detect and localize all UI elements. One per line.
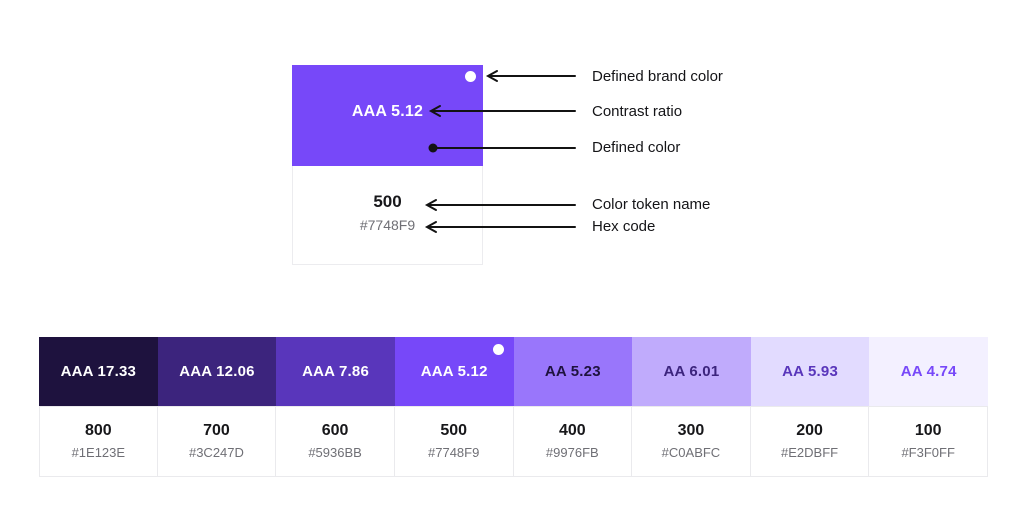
label-defined-brand-color: Defined brand color xyxy=(592,68,723,85)
contrast-ratio-label: AA 6.01 xyxy=(663,363,720,380)
hex-code: #5936BB xyxy=(308,445,362,460)
label-defined-color: Defined color xyxy=(592,139,681,156)
color-token-name: 600 xyxy=(321,422,349,439)
color-token-name-value: 500 xyxy=(373,192,402,211)
palette-swatch-600: AAA 7.86 xyxy=(276,337,395,406)
palette-column-700: AAA 12.06 700 #3C247D xyxy=(157,337,277,477)
palette-meta-cell: 300 #C0ABFC xyxy=(632,406,751,477)
color-token-name: 100 xyxy=(914,422,942,439)
contrast-ratio-value: AAA 5.12 xyxy=(351,102,424,120)
palette-meta-cell: 600 #5936BB xyxy=(276,406,395,477)
contrast-ratio-label: AAA 17.33 xyxy=(60,363,137,380)
color-anatomy-card: AAA 5.12 500 #7748F9 xyxy=(292,65,483,265)
palette-column-100: AA 4.74 100 #F3F0FF xyxy=(869,337,988,477)
palette-meta-cell: 400 #9976FB xyxy=(513,406,633,477)
hex-code: #E2DBFF xyxy=(781,445,839,460)
hex-code: #F3F0FF xyxy=(901,445,955,460)
contrast-ratio-label: AA 4.74 xyxy=(900,363,957,380)
arrow-defined-brand-color xyxy=(485,70,576,82)
palette-swatch-200: AA 5.93 xyxy=(750,337,870,406)
label-contrast-ratio: Contrast ratio xyxy=(592,103,683,120)
color-token-name: 200 xyxy=(796,422,823,439)
anatomy-swatch: AAA 5.12 xyxy=(292,65,483,166)
color-token-name: 700 xyxy=(203,422,230,439)
palette-column-800: AAA 17.33 800 #1E123E xyxy=(39,337,158,477)
palette-meta-cell: 700 #3C247D xyxy=(157,406,277,477)
palette-swatch-300: AA 6.01 xyxy=(632,337,751,406)
color-token-name: 800 xyxy=(84,422,112,439)
color-token-name: 300 xyxy=(677,422,705,439)
palette-column-600: AAA 7.86 600 #5936BB xyxy=(276,337,395,477)
hex-code: #9976FB xyxy=(545,445,599,460)
color-token-name: 500 xyxy=(440,422,468,439)
hex-code: #7748F9 xyxy=(428,445,480,460)
palette-meta-cell: 800 #1E123E xyxy=(39,406,158,477)
palette-swatch-700: AAA 12.06 xyxy=(157,337,277,406)
contrast-ratio-label: AAA 12.06 xyxy=(179,363,255,380)
contrast-ratio-label: AA 5.93 xyxy=(782,363,838,380)
palette-swatch-500: AAA 5.12 xyxy=(394,337,514,406)
brand-color-dot-icon xyxy=(492,344,504,355)
hex-code: #1E123E xyxy=(71,445,126,460)
palette-meta-cell: 200 #E2DBFF xyxy=(750,406,870,477)
contrast-ratio-label: AAA 7.86 xyxy=(302,363,370,380)
contrast-ratio-label: AA 5.23 xyxy=(544,363,601,380)
anatomy-info-cell: 500 #7748F9 xyxy=(293,166,482,233)
annotation-arrows xyxy=(424,70,576,233)
contrast-ratio-label: AAA 5.12 xyxy=(420,363,488,380)
palette-meta-cell: 100 #F3F0FF xyxy=(869,406,988,477)
palette-meta-cell: 500 #7748F9 xyxy=(394,406,514,477)
label-color-token-name: Color token name xyxy=(592,196,711,213)
hex-code: #C0ABFC xyxy=(661,445,721,460)
palette-column-200: AA 5.93 200 #E2DBFF xyxy=(750,337,870,477)
brand-color-dot-icon xyxy=(465,71,476,82)
hex-code: #3C247D xyxy=(188,445,244,460)
palette-swatch-800: AAA 17.33 xyxy=(39,337,158,406)
color-token-name: 400 xyxy=(558,422,586,439)
palette-column-500: AAA 5.12 500 #7748F9 xyxy=(394,337,514,477)
color-scale-table: AAA 17.33 800 #1E123E AAA 12.06 700 #3C2… xyxy=(39,337,988,477)
palette-swatch-100: AA 4.74 xyxy=(869,337,988,406)
label-hex-code: Hex code xyxy=(592,218,656,235)
palette-column-400: AA 5.23 400 #9976FB xyxy=(513,337,633,477)
palette-column-300: AA 6.01 300 #C0ABFC xyxy=(632,337,751,477)
hex-code-value: #7748F9 xyxy=(359,217,416,233)
palette-swatch-400: AA 5.23 xyxy=(513,337,633,406)
